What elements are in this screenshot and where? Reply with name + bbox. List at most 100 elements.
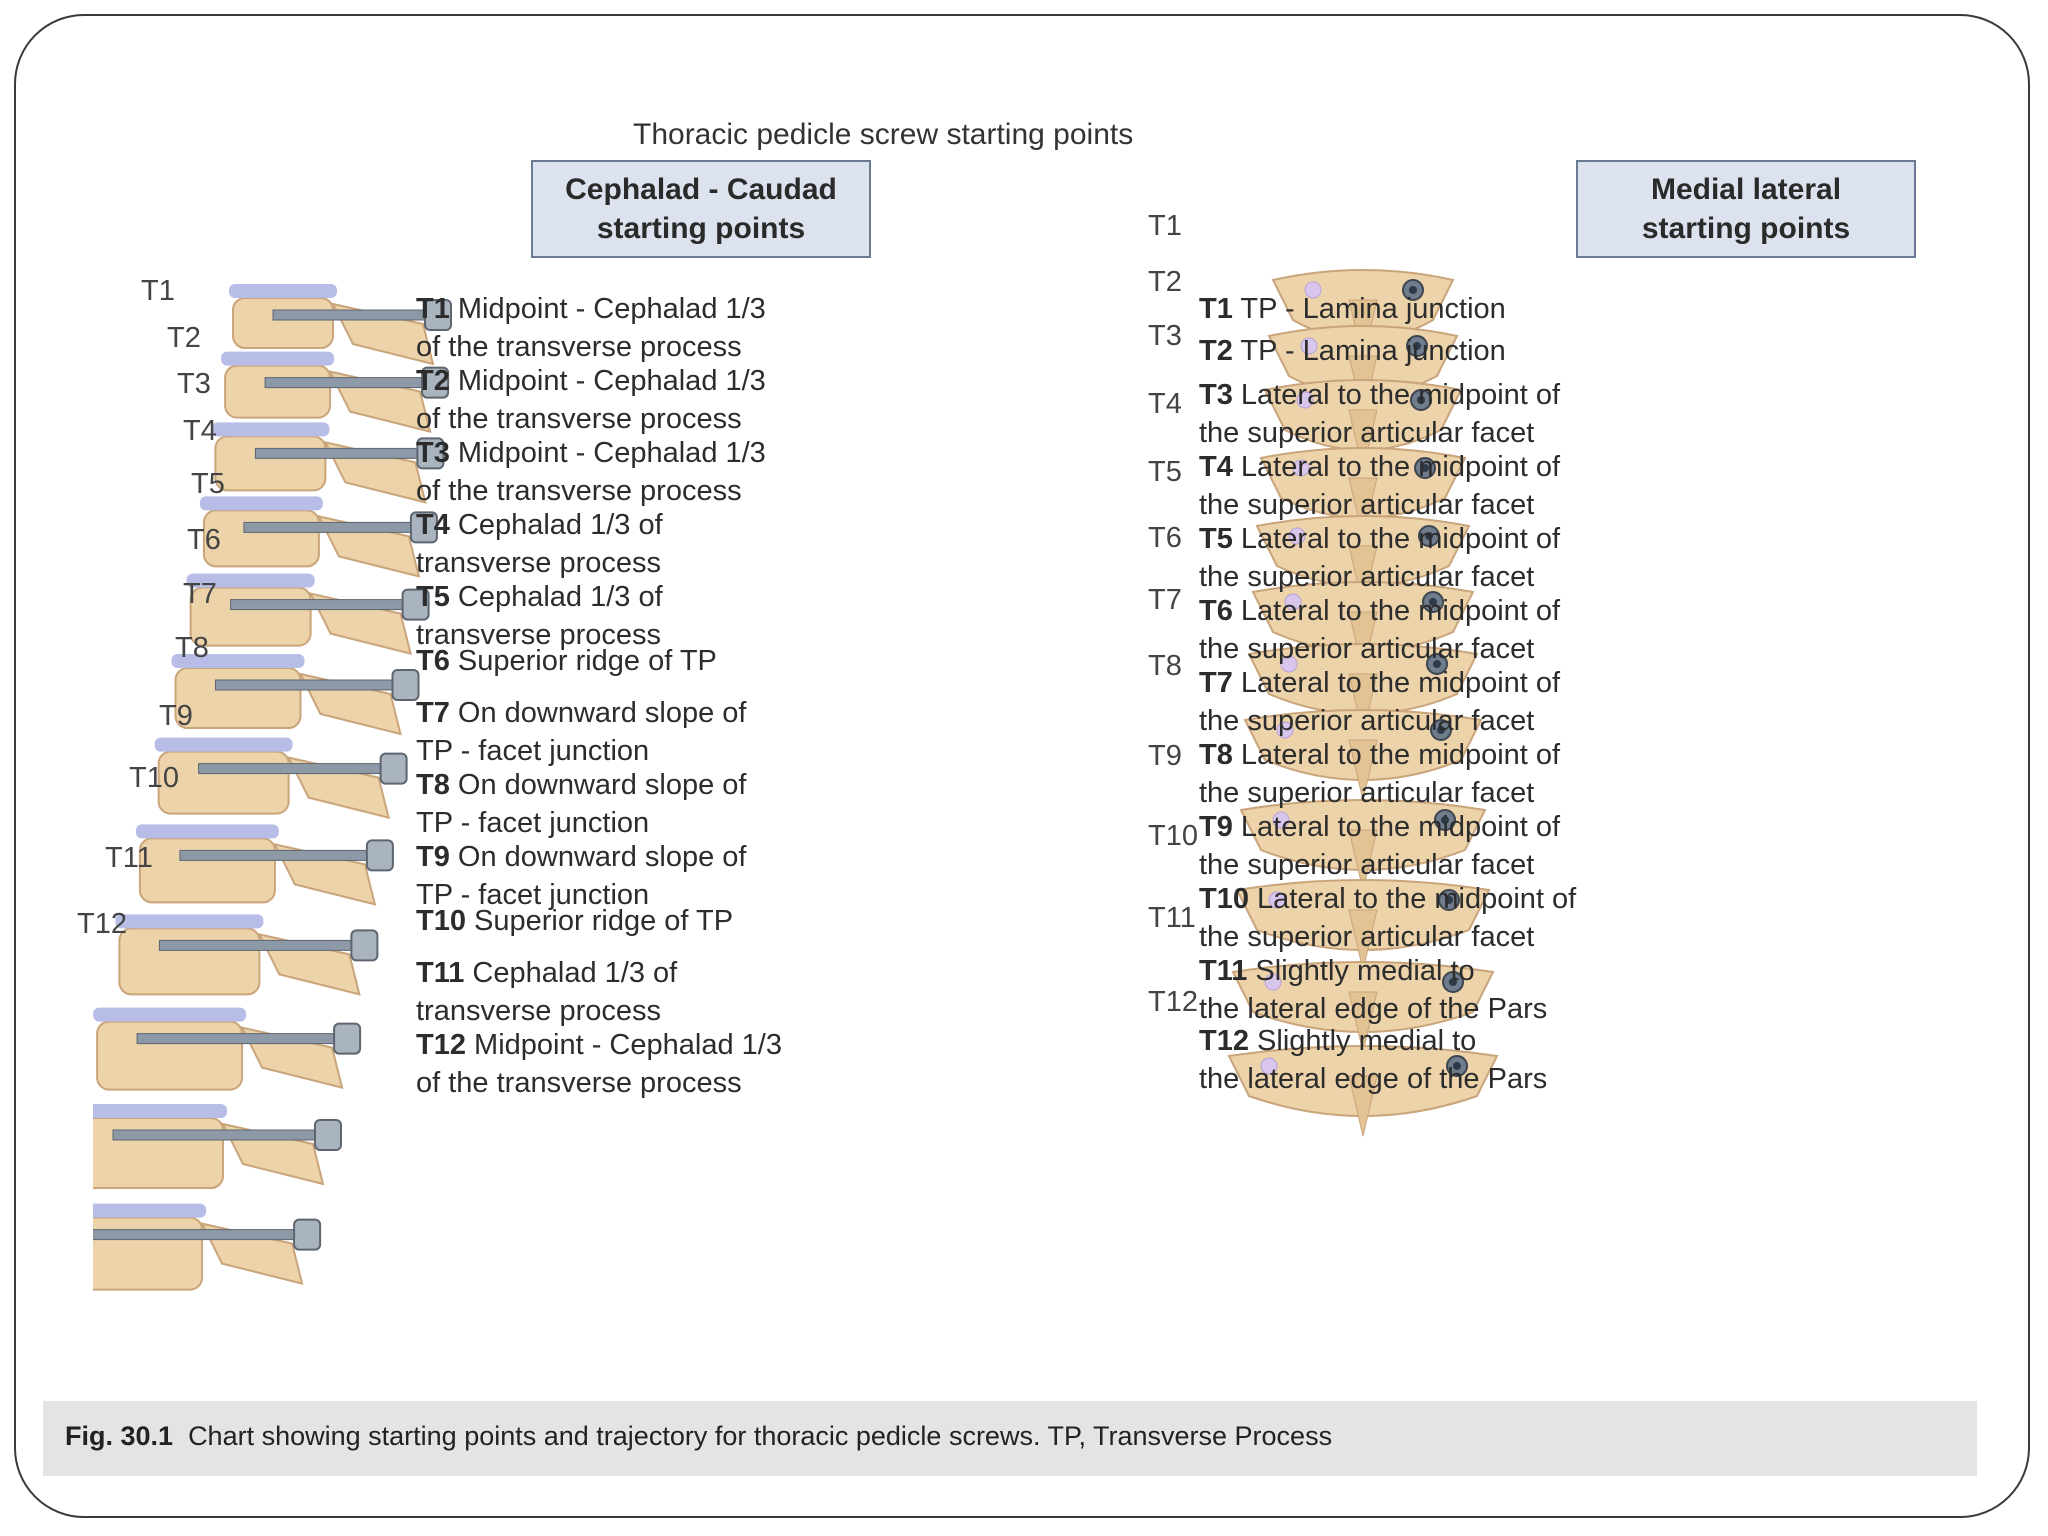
cephalad-caudad-line: of the transverse process [416, 403, 742, 435]
lateral-spine-illustration [93, 284, 452, 1291]
cephalad-caudad-line: T2 Midpoint - Cephalad 1/3 [416, 365, 766, 397]
entry-point-marker [1264, 973, 1282, 991]
figure-title: Thoracic pedicle screw starting points [633, 118, 1134, 151]
cephalad-caudad-header-line-2: starting points [596, 212, 806, 245]
cephalad-caudad-line: TP - facet junction [416, 879, 650, 911]
screw-head [379, 752, 408, 785]
cephalad-caudad-level-t6: T6 [416, 645, 450, 677]
cephalad-caudad-level-t1: T1 [416, 293, 450, 325]
cephalad-caudad-line: of the transverse process [416, 1067, 742, 1099]
spinous-process [1348, 409, 1378, 471]
lateral-label-t5: T5 [191, 468, 225, 500]
cephalad-caudad-line: of the transverse process [416, 475, 742, 507]
medial-lateral-level-t7: T7 [1199, 667, 1233, 699]
vertebral-body [118, 927, 261, 996]
pedicle-screw [254, 447, 426, 459]
cephalad-caudad-line: transverse process [416, 619, 661, 651]
medial-lateral-header-box: Medial lateral starting points [1576, 160, 1916, 258]
medial-lateral-header-line-2: starting points [1641, 212, 1851, 245]
screw-entry-core [1453, 1062, 1461, 1070]
medial-lateral-level-t8: T8 [1199, 739, 1233, 771]
screw-entry-core [1441, 816, 1449, 824]
cephalad-caudad-level-t8: T8 [416, 769, 450, 801]
medial-lateral-line: the superior articular facet [1199, 705, 1535, 737]
intervertebral-disc [154, 737, 293, 752]
screw-head [421, 366, 450, 399]
cephalad-caudad-item-t9: T9 On downward slope of TP - facet juncti… [416, 838, 746, 914]
medial-lateral-level-t6: T6 [1199, 595, 1233, 627]
cephalad-caudad-line: TP - facet junction [416, 735, 650, 767]
caption-bar: Fig. 30.1 Chart showing starting points … [43, 1401, 1977, 1476]
cephalad-caudad-level-t12: T12 [416, 1029, 466, 1061]
medial-lateral-line: T12 Slightly medial to [1199, 1025, 1477, 1057]
screw-entry-core [1445, 896, 1453, 904]
figure-caption: Fig. 30.1 Chart showing starting points … [65, 1421, 1332, 1452]
vertebral-body [224, 364, 332, 419]
medial-lateral-line: the superior articular facet [1199, 777, 1535, 809]
medial-lateral-line: the lateral edge of the Pars [1199, 1063, 1548, 1095]
cephalad-caudad-line: T4 Cephalad 1/3 of [416, 509, 663, 541]
pedicle-screw [272, 309, 434, 321]
medial-lateral-level-t2: T2 [1199, 335, 1233, 367]
posterior-label-t2: T2 [1148, 266, 1182, 298]
screw-head [424, 299, 452, 331]
posterior-label-t1: T1 [1148, 210, 1182, 242]
screw-head [293, 1218, 322, 1251]
medial-lateral-line: the superior articular facet [1199, 489, 1535, 521]
cephalad-caudad-level-t7: T7 [416, 697, 450, 729]
medial-lateral-line: T8 Lateral to the midpoint of [1199, 739, 1561, 771]
spinous-process [1348, 545, 1378, 607]
posterior-label-t10: T10 [1148, 820, 1198, 852]
posterior-label-t7: T7 [1148, 584, 1182, 616]
intervertebral-disc [93, 1203, 207, 1218]
entry-point-marker [1300, 337, 1318, 355]
screw-head [409, 511, 438, 544]
lateral-label-t2: T2 [167, 322, 201, 354]
cephalad-caudad-line: T11 Cephalad 1/3 of [416, 957, 678, 989]
intervertebral-disc [199, 496, 323, 511]
cephalad-caudad-item-t2: T2 Midpoint - Cephalad 1/3 of the transve… [416, 362, 766, 438]
pedicle-screw [158, 939, 360, 951]
cephalad-caudad-level-t11: T11 [416, 957, 465, 989]
screw-entry-core [1433, 660, 1441, 668]
medial-lateral-level-t1: T1 [1199, 293, 1233, 325]
cephalad-caudad-header-line-1: Cephalad - Caudad [565, 173, 837, 206]
lateral-label-t9: T9 [159, 700, 193, 732]
spinous-process [1348, 829, 1378, 891]
intervertebral-disc [115, 914, 264, 929]
pedicle-screw [215, 679, 401, 691]
intervertebral-disc [211, 422, 330, 437]
posterior-label-t4: T4 [1148, 388, 1182, 420]
lateral-label-t11: T11 [105, 842, 153, 874]
intervertebral-disc [171, 654, 305, 668]
spinous-process [1348, 477, 1378, 539]
caption-fig-number: Fig. 30.1 [65, 1421, 174, 1451]
vertebral-body [232, 297, 334, 349]
spinous-process [1348, 739, 1378, 801]
medial-lateral-line: T5 Lateral to the midpoint of [1199, 523, 1561, 555]
screw-head [350, 929, 379, 962]
cephalad-caudad-line: T7 On downward slope of [416, 697, 747, 729]
screw-entry-core [1449, 978, 1457, 986]
cephalad-caudad-line: T9 On downward slope of [416, 841, 747, 873]
screw-entry-core [1425, 532, 1433, 540]
medial-lateral-item-t2: T2 TP - Lamina junction [1199, 332, 1506, 370]
cephalad-caudad-line: T12 Midpoint - Cephalad 1/3 [416, 1029, 782, 1061]
medial-lateral-line: T11 Slightly medial to [1199, 955, 1475, 987]
entry-point-marker [1272, 811, 1290, 829]
cephalad-caudad-line: T6 Superior ridge of TP [416, 645, 717, 677]
lateral-label-t3: T3 [177, 368, 211, 400]
entry-point-marker [1268, 891, 1286, 909]
cephalad-caudad-level-t10: T10 [416, 905, 466, 937]
vertebral-body [174, 667, 302, 729]
medial-lateral-item-t12: T12 Slightly medial to the lateral edge o… [1199, 1022, 1547, 1098]
vertebral-body [138, 837, 276, 904]
